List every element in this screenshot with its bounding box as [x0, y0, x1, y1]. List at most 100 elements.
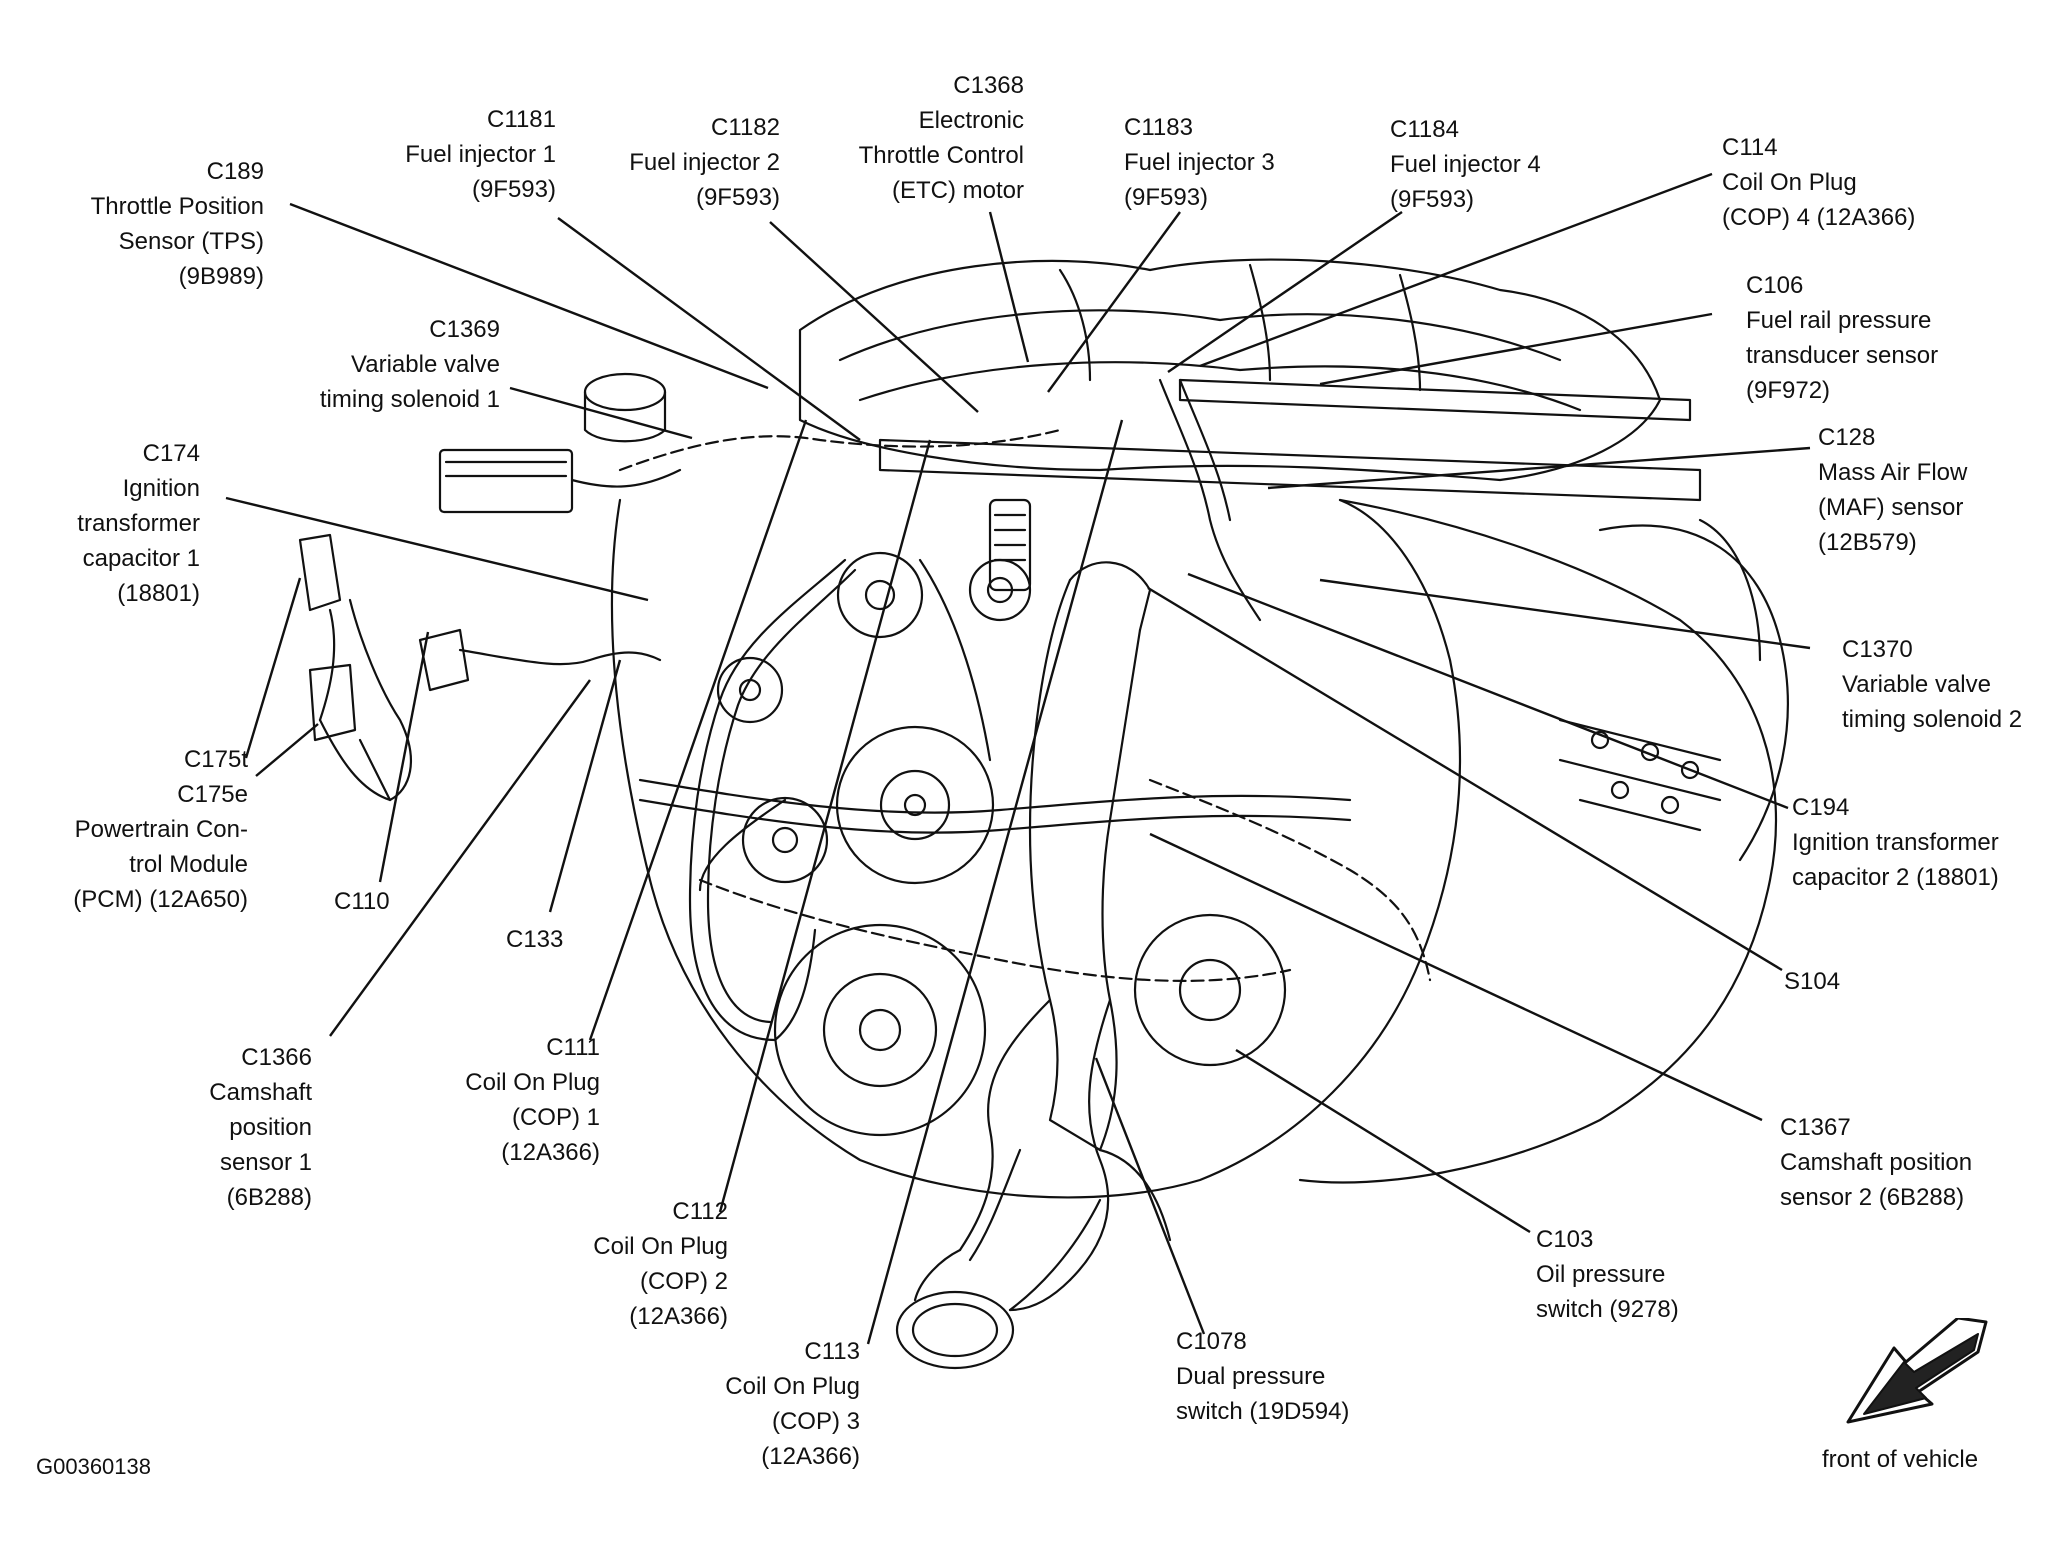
leader-c1078: [1094, 1057, 1206, 1335]
callout-c194[interactable]: C194 Ignition transformer capacitor 2 (1…: [1792, 790, 1999, 895]
connector-id: C1183: [1124, 114, 1193, 141]
callout-c111[interactable]: C111 Coil On Plug (COP) 1 (12A366): [465, 1030, 600, 1170]
callout-c1078[interactable]: C1078 Dual pressure switch (19D594): [1176, 1324, 1349, 1429]
leader-c1366: [329, 679, 591, 1037]
callout-s104[interactable]: S104: [1784, 964, 1840, 999]
callout-c103[interactable]: C103 Oil pressure switch (9278): [1536, 1222, 1679, 1327]
part-number: switch (9278): [1536, 1296, 1679, 1323]
connector-id: C1181: [487, 106, 556, 133]
part-number: (PCM) (12A650): [73, 886, 248, 913]
connector-id: C103: [1536, 1226, 1594, 1253]
callout-c1368[interactable]: C1368 Electronic Throttle Control (ETC) …: [859, 68, 1024, 208]
leader-c175a: [244, 577, 302, 759]
connector-id: C1078: [1176, 1328, 1247, 1355]
connector-id: C1368: [953, 72, 1024, 99]
component-name: Variable valve: [1842, 671, 1991, 698]
component-name: Variable valve: [351, 351, 500, 378]
callout-c110[interactable]: C110: [334, 884, 390, 919]
leader-c1183: [1047, 211, 1181, 393]
connector-id: C114: [1722, 134, 1778, 161]
connector-id: C128: [1818, 424, 1876, 451]
callout-c106[interactable]: C106 Fuel rail pressure transducer senso…: [1746, 268, 1938, 408]
component-name: Electronic: [918, 107, 1024, 134]
component-name: Throttle Control: [858, 142, 1024, 169]
callout-c128[interactable]: C128 Mass Air Flow (MAF) sensor (12B579): [1818, 420, 1967, 560]
connector-id: C175e: [177, 781, 248, 808]
callout-c133[interactable]: C133: [506, 922, 563, 957]
leader-s104: [1147, 586, 1783, 972]
component-name: Powertrain Con-: [74, 816, 248, 843]
callout-c1181[interactable]: C1181 Fuel injector 1 (9F593): [405, 102, 556, 207]
connector-id: C1370: [1842, 636, 1913, 663]
leader-c106: [1319, 312, 1713, 386]
leader-c110: [378, 631, 430, 883]
component-name: Camshaft: [209, 1079, 312, 1106]
part-number: (18801): [117, 580, 200, 607]
component-name: Sensor (TPS): [118, 228, 264, 255]
component-name: Coil On Plug: [593, 1233, 728, 1260]
part-number: (9F593): [1390, 186, 1475, 213]
part-number: sensor 2 (6B288): [1780, 1184, 1965, 1211]
component-name: position: [229, 1114, 312, 1141]
callout-c1183[interactable]: C1183 Fuel injector 3 (9F593): [1124, 110, 1275, 215]
connector-id: C189: [206, 158, 264, 185]
front-of-vehicle-label: front of vehicle: [1822, 1446, 1979, 1473]
component-name: (COP) 3: [771, 1408, 860, 1435]
component-name: Oil pressure: [1536, 1261, 1666, 1288]
component-name: Fuel injector 4: [1390, 151, 1541, 178]
callout-c112[interactable]: C112 Coil On Plug (COP) 2 (12A366): [593, 1194, 728, 1334]
part-number: (12A366): [629, 1303, 728, 1330]
callout-c1367[interactable]: C1367 Camshaft position sensor 2 (6B288): [1780, 1110, 1972, 1215]
part-number: (9F972): [1746, 377, 1831, 404]
part-number: (9B989): [178, 263, 264, 290]
connector-id: C1182: [711, 114, 780, 141]
callout-c175[interactable]: C175t C175e Powertrain Con- trol Module …: [73, 742, 248, 917]
component-name: trol Module: [129, 851, 248, 878]
component-name: Fuel rail pressure: [1746, 307, 1932, 334]
connector-id: C111: [546, 1034, 600, 1061]
callout-c114[interactable]: C114 Coil On Plug (COP) 4 (12A366): [1722, 130, 1915, 235]
part-number: (12A366): [761, 1443, 860, 1470]
component-name: Ignition transformer: [1792, 829, 1999, 856]
connector-id: C113: [804, 1338, 860, 1365]
leader-c189: [289, 202, 769, 390]
callout-c1366[interactable]: C1366 Camshaft position sensor 1 (6B288): [209, 1040, 312, 1215]
leader-c112: [718, 439, 932, 1213]
connector-id: C194: [1792, 794, 1850, 821]
callout-c1369[interactable]: C1369 Variable valve timing solenoid 1: [320, 312, 500, 417]
leader-c1367: [1149, 832, 1763, 1122]
callout-c1370[interactable]: C1370 Variable valve timing solenoid 2: [1842, 632, 2022, 737]
callout-c113[interactable]: C113 Coil On Plug (COP) 3 (12A366): [725, 1334, 860, 1474]
connector-id: C1184: [1390, 116, 1459, 143]
part-number: switch (19D594): [1176, 1398, 1350, 1425]
connector-id: C1369: [429, 316, 500, 343]
callout-c174[interactable]: C174 Ignition transformer capacitor 1 (1…: [77, 436, 200, 611]
component-name: Dual pressure: [1176, 1363, 1326, 1390]
callout-c1182[interactable]: C1182 Fuel injector 2 (9F593): [629, 110, 780, 215]
component-name: (COP) 1: [511, 1104, 600, 1131]
leader-c1181: [557, 217, 861, 441]
component-name: Fuel injector 2: [629, 149, 780, 176]
component-name: Throttle Position: [90, 193, 264, 220]
component-name: Mass Air Flow: [1818, 459, 1968, 486]
connector-id: C110: [334, 888, 390, 915]
component-name: Coil On Plug: [1722, 169, 1857, 196]
part-number: (9F593): [471, 176, 556, 203]
leader-c1184: [1167, 211, 1403, 373]
leader-c1370: [1319, 578, 1811, 650]
connector-id: C1366: [241, 1044, 312, 1071]
component-name: timing solenoid 2: [1842, 706, 2023, 733]
connector-id: C106: [1746, 272, 1804, 299]
component-name: (COP) 2: [639, 1268, 728, 1295]
leader-c128: [1267, 446, 1811, 490]
leader-c174: [225, 496, 649, 602]
connector-id: C174: [142, 440, 200, 467]
leader-c175b: [255, 723, 319, 777]
callout-c189[interactable]: C189 Throttle Position Sensor (TPS) (9B9…: [91, 154, 264, 294]
callout-c1184[interactable]: C1184 Fuel injector 4 (9F593): [1390, 112, 1541, 217]
component-name: sensor 1: [219, 1149, 312, 1176]
component-name: capacitor 1: [82, 545, 200, 572]
component-name: transducer sensor: [1746, 342, 1939, 369]
component-name: Camshaft position: [1780, 1149, 1973, 1176]
